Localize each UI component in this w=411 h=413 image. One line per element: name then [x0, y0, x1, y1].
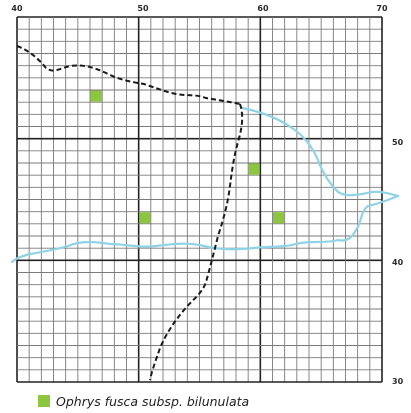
border-line [149, 103, 244, 381]
river-line [240, 106, 400, 198]
legend-swatch [38, 395, 50, 407]
right-label-40: 40 [392, 258, 404, 267]
record-square [248, 163, 260, 175]
right-label-30: 30 [392, 377, 404, 386]
top-label-50: 50 [137, 4, 149, 13]
river-line [10, 194, 400, 264]
top-label-40: 40 [11, 4, 23, 13]
right-label-50: 50 [392, 138, 404, 147]
record-square [90, 90, 102, 102]
record-squares [90, 90, 285, 224]
top-label-60: 60 [257, 4, 269, 13]
record-square [273, 212, 285, 224]
border-line [16, 45, 241, 105]
record-square [139, 212, 151, 224]
rivers [10, 106, 400, 264]
utm-grid [16, 16, 383, 383]
borders [16, 45, 244, 381]
top-label-70: 70 [376, 4, 388, 13]
legend-label: Ophrys fusca subsp. bilunulata [56, 394, 249, 409]
